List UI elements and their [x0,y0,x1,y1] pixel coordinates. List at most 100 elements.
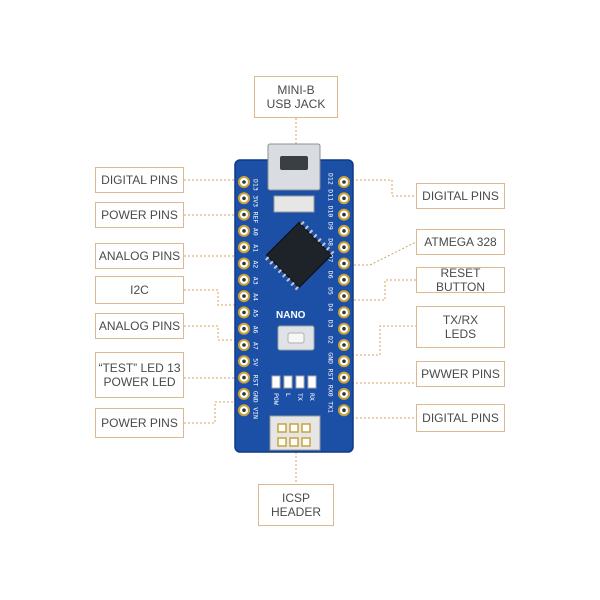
pin-hole-left [242,212,246,217]
chip-leg [304,225,309,230]
pin-label-left: REF [252,212,260,224]
label-digital-pins-right-2: DIGITAL PINS [416,404,505,432]
chip-leg [265,256,270,261]
chip-leg [317,238,322,243]
pin-label-left: A5 [252,309,260,317]
pin-label-right: D11 [327,189,335,201]
icsp-pad [301,423,311,433]
label-digital-pins-right-1-text: DIGITAL PINS [422,189,499,203]
chip-leg [273,264,278,270]
pin-hole-right [342,326,346,331]
icsp-pad [277,423,287,433]
pin-hole-left [242,310,246,315]
pin-hole-right [342,294,346,298]
label-usb-line2: USB JACK [266,97,326,111]
pin-label-right: RST [327,369,335,381]
pin-hole-right [342,212,346,217]
led-label: TX [296,393,304,401]
chip-leg [300,221,305,226]
leader-reset [322,279,416,301]
pin-label-right: D5 [327,287,335,295]
pin-hole-left [242,294,246,298]
label-analog-pins-left-1: ANALOG PINS [95,243,184,269]
pin-hole-right [342,196,346,201]
icsp-pad [277,437,287,447]
chip-leg [330,250,335,256]
pin-hole-right [342,261,346,266]
label-txrx-line2: LEDS [444,327,477,341]
usb-opening [280,156,308,170]
icsp-pad [289,437,299,447]
label-icsp-line2: HEADER [270,505,321,519]
pin-label-left: A6 [252,326,260,334]
pin-hole-left [242,245,246,249]
reset-button-cap [287,332,305,344]
chip-leg [286,277,291,282]
pin-label-right: D7 [327,255,335,263]
icsp-pad [301,437,311,447]
leader-digital-right-1 [352,179,416,197]
pin-label-right: D6 [327,271,335,279]
pin-label-right: D12 [327,173,335,185]
chip-leg [277,269,283,274]
label-power-pins-left-2: POWER PINS [95,408,184,438]
pin-hole-left [242,229,246,233]
chip-leg [290,281,295,287]
led-label: L [284,393,292,397]
led-label: RX [308,393,316,401]
pin-label-left: VIN [252,407,260,419]
pin-label-right: D3 [327,320,335,328]
label-icsp-line1: ICSP [281,491,310,505]
label-analog-pins-left-1-text: ANALOG PINS [98,249,181,263]
pin-hole-right [342,375,346,380]
pin-hole-left [242,408,246,413]
pin-hole-right [342,310,346,315]
status-led [271,375,281,389]
pin-label-left: A0 [252,228,260,236]
pin-label-right: TX1 [327,401,335,413]
pin-label-left: A4 [252,293,260,301]
label-atmega-328-text: ATMEGA 328 [424,235,497,249]
leader-i2c [184,289,240,306]
board-name: NANO [276,310,306,321]
pin-hole-left [242,359,246,364]
label-power-pins-left: POWER PINS [95,202,184,228]
label-atmega-328: ATMEGA 328 [416,229,505,255]
label-power-pins-right: PWWER PINS [416,361,505,387]
pin-label-right: RX0 [327,385,335,397]
label-txrx-line1: TX/RX [442,313,479,327]
pin-hole-left [242,326,246,331]
pin-label-right: D8 [327,238,335,246]
label-digital-pins-right-2-text: DIGITAL PINS [422,411,499,425]
usb-base [273,195,315,213]
chip-leg [269,260,274,265]
pin-label-left: D13 [252,179,260,191]
label-digital-pins-right-1: DIGITAL PINS [416,183,505,209]
label-power-pins-left-2-text: POWER PINS [101,416,178,430]
pin-hole-left [242,180,246,184]
label-power-pins-right-text: PWWER PINS [421,367,500,381]
pin-label-right: D9 [327,222,335,230]
nano-board: D133V3REFA0A1A2A3A4A5A6A75VRSTGNDVIND12D… [234,143,354,453]
chip-leg [321,242,326,247]
chip-leg [325,246,331,251]
chip-leg [313,233,318,239]
chip-leg [294,286,299,291]
pin-hole-right [342,278,346,282]
pin-hole-right [342,359,346,364]
pin-hole-right [342,245,346,249]
label-analog-pins-left-2-text: ANALOG PINS [98,319,181,333]
pin-hole-left [242,278,246,282]
icsp-pad [289,423,299,433]
leader-analog-left-2 [184,325,240,341]
label-i2c: I2C [95,276,184,304]
pin-hole-left [242,261,246,266]
pin-label-left: 3V3 [252,195,260,207]
pin-hole-left [242,375,246,380]
chip-leg [282,273,287,278]
pin-label-left: 5V [252,358,260,366]
label-test-led-line1: “TEST” LED 13 [98,361,181,375]
